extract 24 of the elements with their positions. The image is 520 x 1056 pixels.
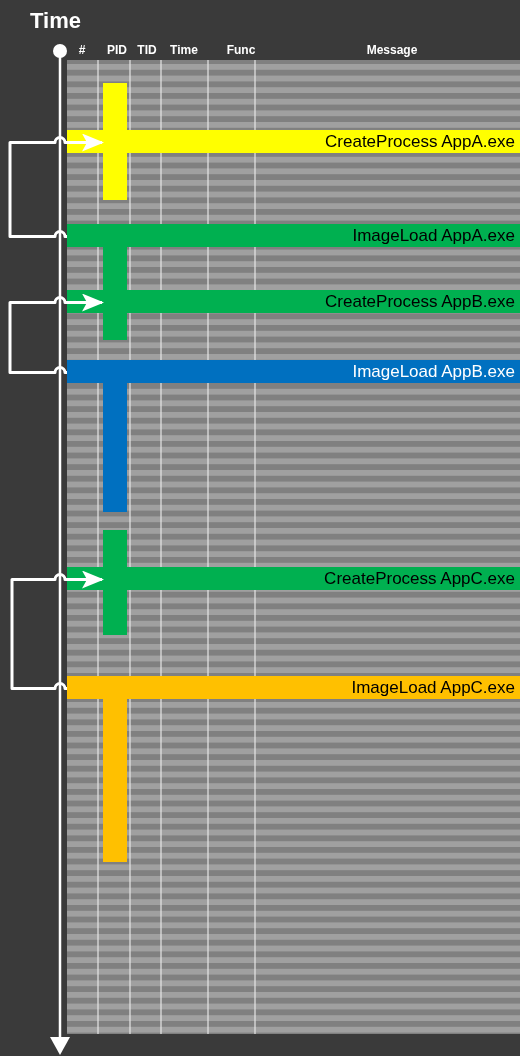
event-row-bar [67,360,520,383]
bracket-arrow [8,133,104,238]
event-message: ImageLoad AppC.exe [351,677,515,698]
event-message: ImageLoad AppA.exe [352,225,515,246]
event-message: CreateProcess AppC.exe [324,568,515,589]
column-header: Func [226,43,256,57]
pid-column-bar [103,699,127,862]
event-row-bar [67,224,520,247]
event-message: CreateProcess AppA.exe [325,131,515,152]
event-row-bar [67,567,520,590]
event-row-bar [67,676,520,699]
column-header: TID [137,43,157,57]
column-header: # [78,43,86,57]
event-message: CreateProcess AppB.exe [325,291,515,312]
column-header: PID [107,43,127,57]
column-header: Time [170,43,198,57]
bracket-arrow [8,293,104,374]
event-row-bar [67,290,520,313]
bracket-arrow [10,570,104,690]
event-message: ImageLoad AppB.exe [352,361,515,382]
event-row-bar [67,130,520,153]
axis-title: Time [30,8,81,34]
column-header: Message [366,43,418,57]
pid-column-bar [103,383,127,512]
